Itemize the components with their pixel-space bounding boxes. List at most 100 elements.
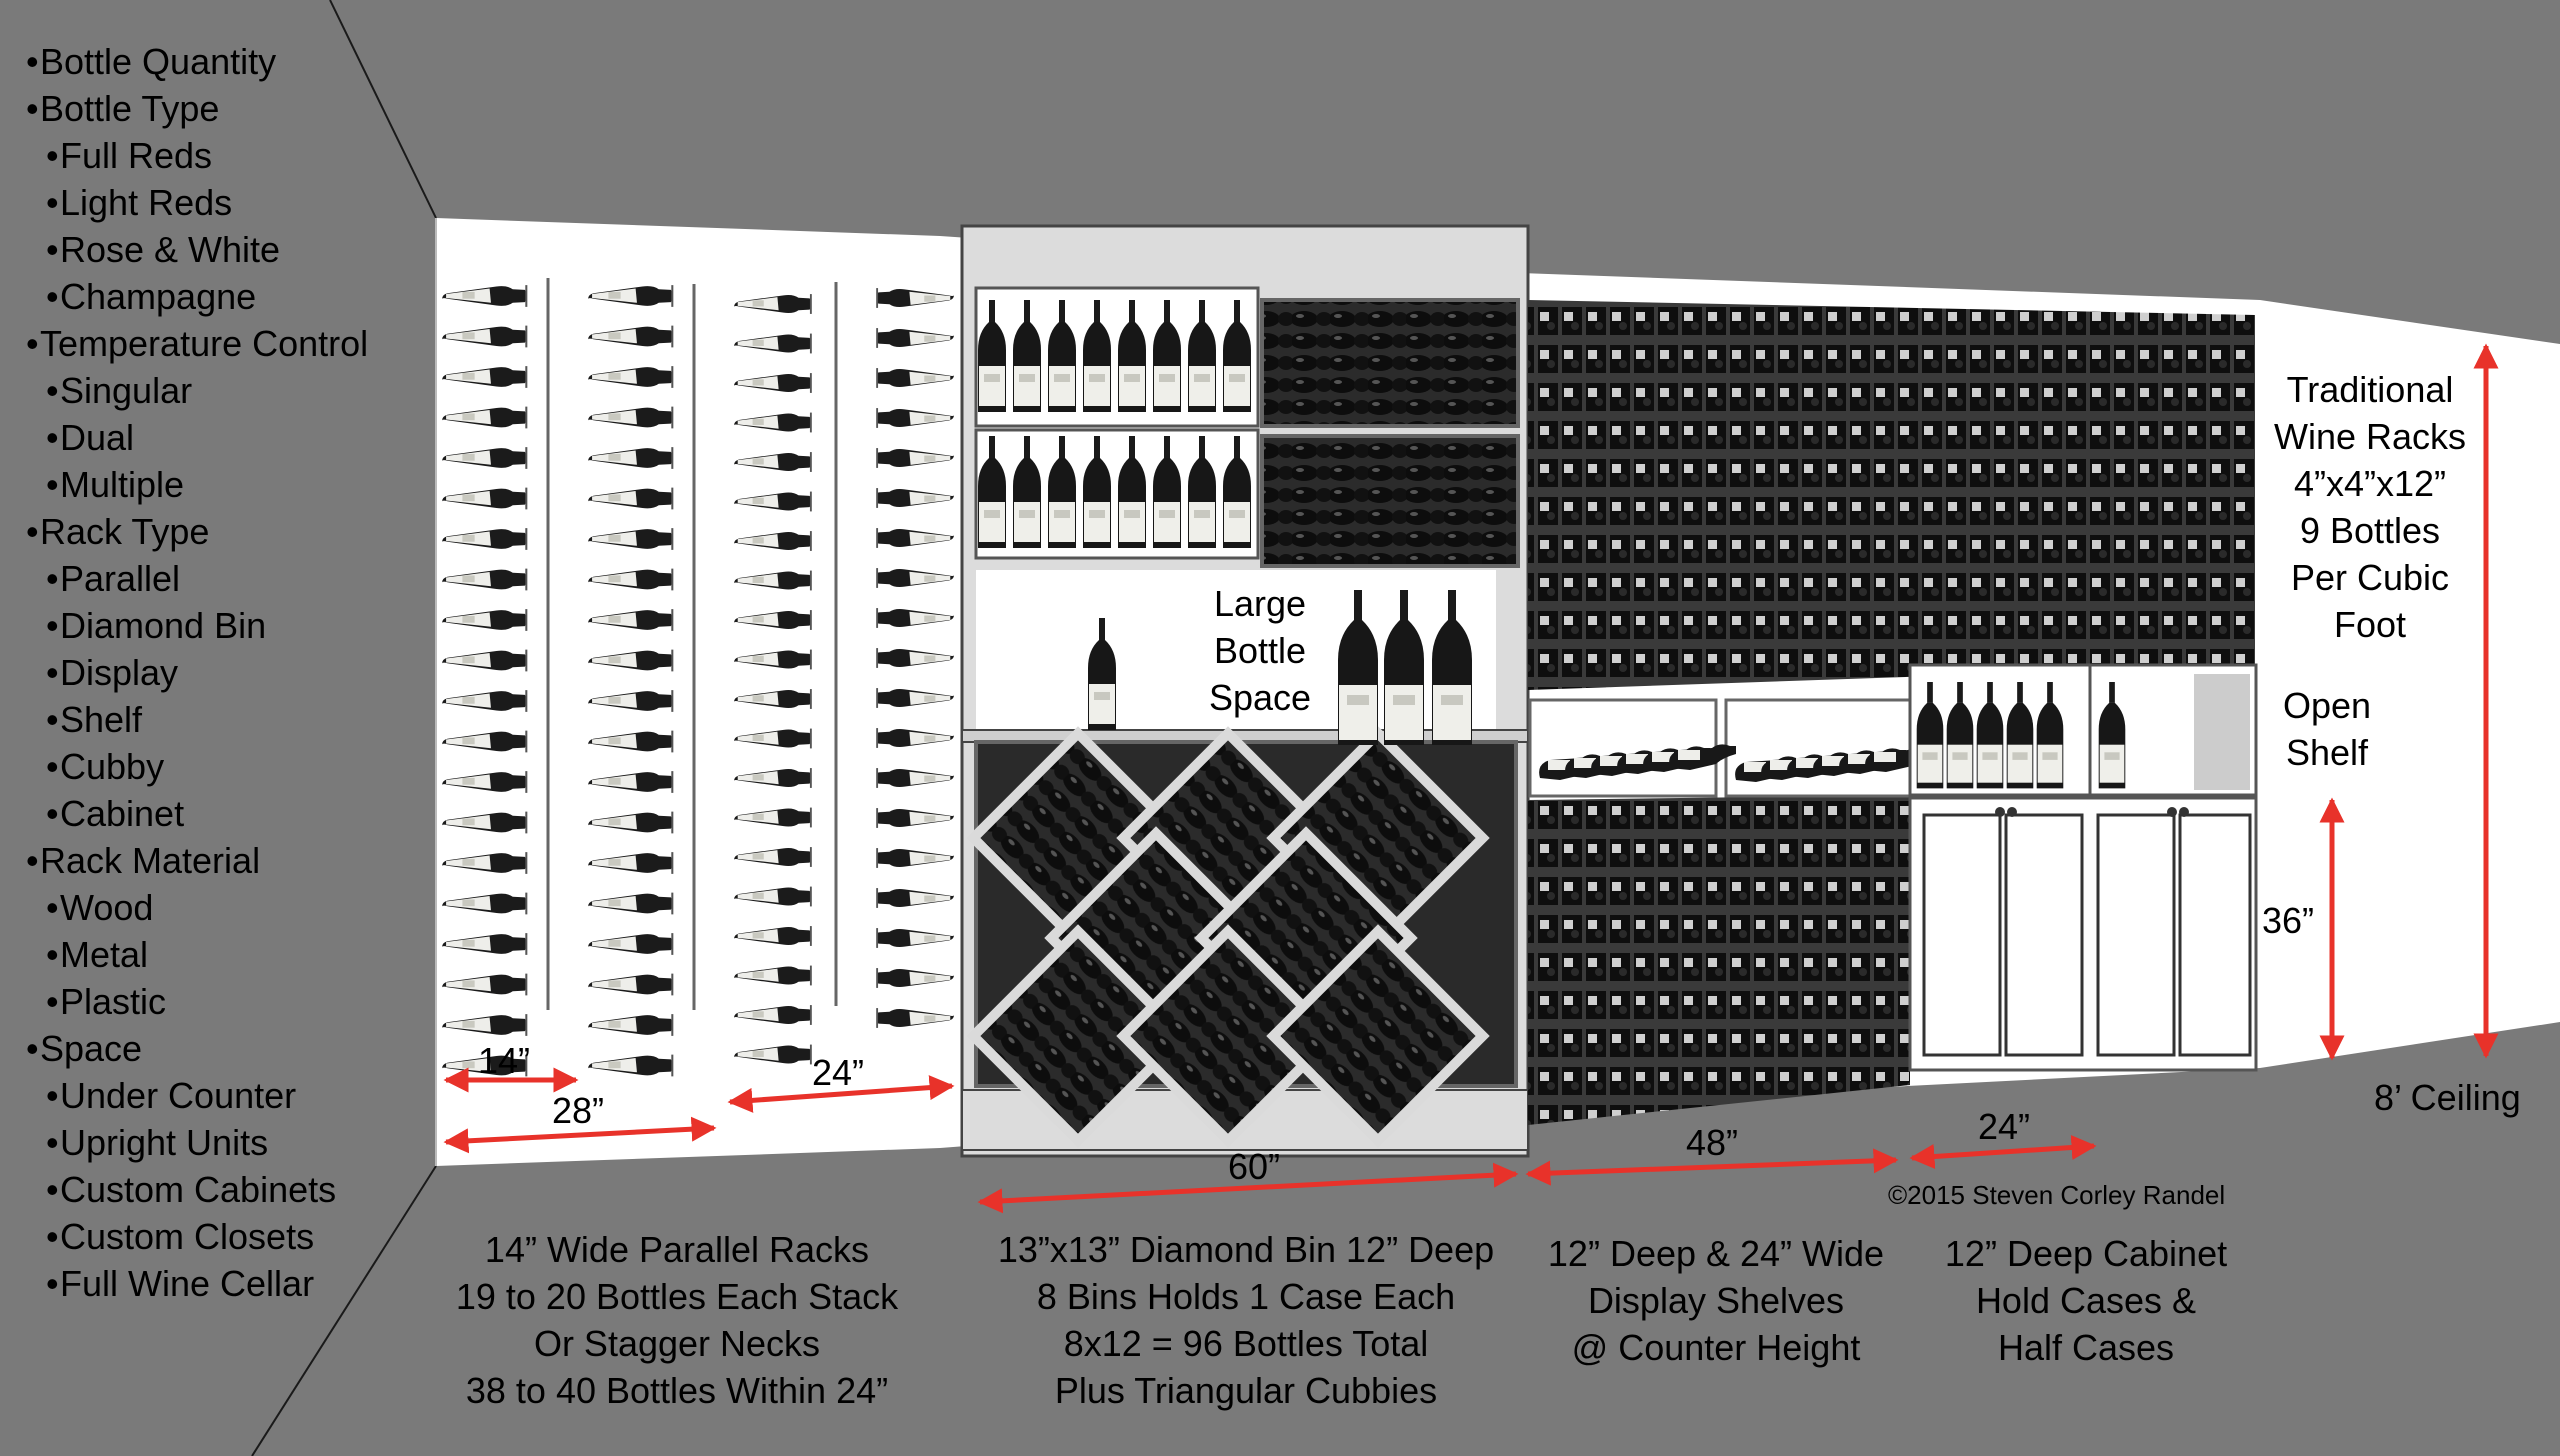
arrow-60 [977,1162,1519,1214]
feature-list-label: Full Wine Cellar [60,1263,315,1304]
feature-list-item: •Shelf [26,696,368,743]
cabinet-door-2 [2004,813,2084,1057]
ceiling-label: 8’ Ceiling [2374,1077,2521,1118]
parallel-racks [440,278,955,1078]
diamond-bin-unit [960,224,1530,1158]
feature-list-item: •Dual [26,414,368,461]
feature-list-item: •Space [26,1025,368,1072]
feature-list-label: Custom Cabinets [60,1169,337,1210]
upper-bin-right-bottom [1260,434,1520,568]
bullet-icon: • [26,511,39,552]
feature-list-item: •Rose & White [26,226,368,273]
bullet-icon: • [46,464,59,505]
feature-list-item: •Diamond Bin [26,602,368,649]
feature-list-item: •Rack Material [26,837,368,884]
feature-list-label: Display [60,652,179,693]
feature-list-item: •Light Reds [26,179,368,226]
feature-list-label: Full Reds [60,135,213,176]
feature-list-label: Rack Material [40,840,261,881]
large-bottle-label: Large Bottle Space [1208,583,1312,718]
dimension-arrows [443,343,2499,1214]
feature-list-item: •Display [26,649,368,696]
feature-list-label: Parallel [60,558,181,599]
dim-24a: 24” [812,1052,865,1093]
feature-list-item: •Temperature Control [26,320,368,367]
caption-parallel-racks: 14” Wide Parallel Racks 19 to 20 Bottles… [455,1229,899,1411]
bullet-icon: • [46,182,59,223]
feature-list-label: Upright Units [60,1122,269,1163]
cubby-grid-lower [1528,795,1910,1125]
feature-list-item: •Singular [26,367,368,414]
dim-48: 48” [1686,1122,1739,1163]
dim-28: 28” [552,1090,605,1131]
feature-list-item: •Cubby [26,743,368,790]
feature-list-item: •Full Wine Cellar [26,1260,368,1307]
bullet-icon: • [46,1216,59,1257]
feature-list-item: •Custom Cabinets [26,1166,368,1213]
feature-list-label: Shelf [60,699,143,740]
feature-list-label: Temperature Control [40,323,369,364]
feature-list-label: Multiple [60,464,185,505]
feature-list-item: •Bottle Quantity [26,38,368,85]
feature-list-label: Singular [60,370,193,411]
diamond-bin [966,924,1190,1148]
bullet-icon: • [46,1169,59,1210]
bullet-icon: • [46,558,59,599]
upper-bin-right-top [1260,298,1520,428]
feature-list-label: Cabinet [60,793,185,834]
feature-list-label: Dual [60,417,135,458]
bullet-icon: • [46,887,59,928]
bullet-icon: • [46,746,59,787]
caption-cabinet: 12” Deep Cabinet Hold Cases & Half Cases [1944,1233,2228,1368]
bullet-icon: • [46,1263,59,1304]
feature-list-label: Rack Type [40,511,210,552]
feature-list-label: Wood [60,887,154,928]
feature-list-label: Space [40,1028,143,1069]
feature-list-item: •Wood [26,884,368,931]
bullet-icon: • [46,605,59,646]
cabinet-door-3 [2096,813,2176,1057]
traditional-wine-racks [1528,300,2258,1125]
arrow-48 [1525,1148,1899,1186]
diamond-bin [1116,924,1340,1148]
feature-list-item: •Parallel [26,555,368,602]
display-shelf-left [1528,698,1718,798]
feature-list-item: •Under Counter [26,1072,368,1119]
bullet-icon: • [46,1075,59,1116]
feature-list-item: •Full Reds [26,132,368,179]
arrow-28 [443,1116,717,1154]
ceiling-edge-line [329,0,437,219]
cubby-grid-upper [1528,300,2255,690]
traditional-racks-label: Traditional Wine Racks 4”x4”x12” 9 Bottl… [2273,369,2467,645]
caption-diamond-bin: 13”x13” Diamond Bin 12” Deep 8 Bins Hold… [997,1229,1495,1411]
feature-list-item: •Champagne [26,273,368,320]
feature-list-label: Diamond Bin [60,605,267,646]
feature-list-label: Under Counter [60,1075,297,1116]
feature-list-label: Light Reds [60,182,233,223]
diamond-bin [1266,924,1490,1148]
feature-list-label: Cubby [60,746,165,787]
feature-list-item: •Bottle Type [26,85,368,132]
feature-list-item: •Rack Type [26,508,368,555]
floor-edge-line [251,1165,437,1456]
bullet-icon: • [46,417,59,458]
bullet-icon: • [46,934,59,975]
bullet-icon: • [26,88,39,129]
dim-60: 60” [1228,1146,1281,1187]
copyright-notice: ©2015 Steven Corley Randel [1888,1180,2226,1210]
dim-36: 36” [2262,900,2315,941]
feature-list-item: •Custom Closets [26,1213,368,1260]
bullet-icon: • [26,41,39,82]
bullet-icon: • [46,652,59,693]
arrow-24b [1909,1135,2097,1169]
dim-14: 14” [478,1040,531,1081]
feature-list-label: Custom Closets [60,1216,315,1257]
feature-list-label: Rose & White [60,229,281,270]
feature-list-item: •Cabinet [26,790,368,837]
bullet-icon: • [46,981,59,1022]
feature-list-item: •Multiple [26,461,368,508]
feature-list-label: Metal [60,934,149,975]
open-shelf-label: Open Shelf [2282,685,2372,773]
bullet-icon: • [46,370,59,411]
